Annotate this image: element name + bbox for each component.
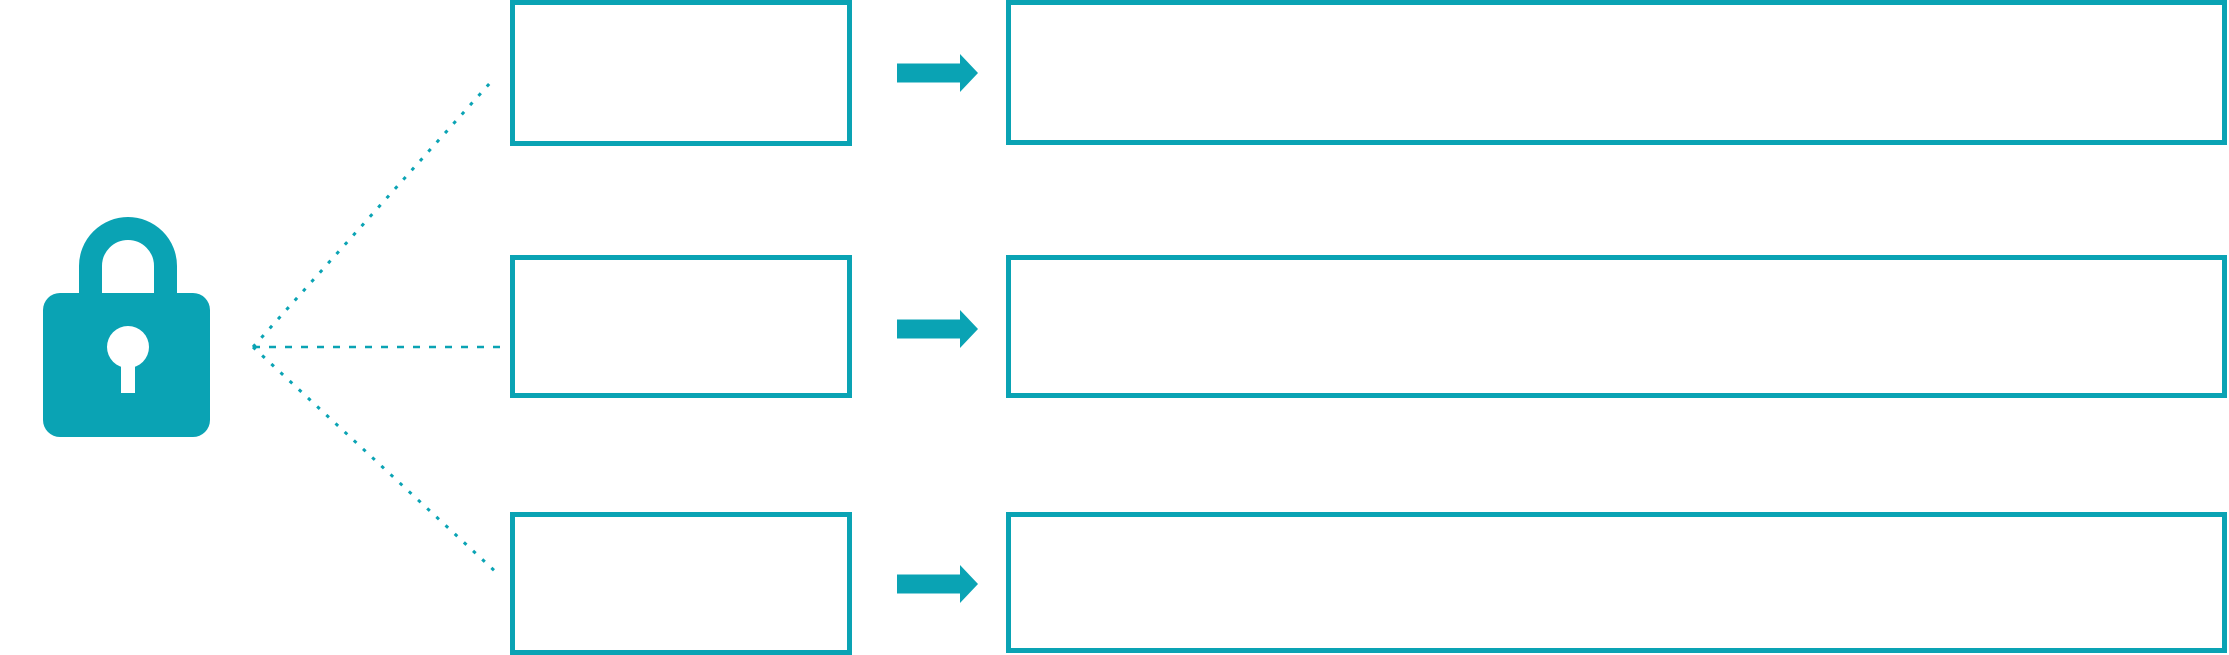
target-box-3 bbox=[1006, 512, 2227, 653]
source-box-2 bbox=[510, 255, 852, 398]
lock-icon bbox=[43, 217, 210, 437]
target-box-2 bbox=[1006, 255, 2227, 398]
connector-line-bottom bbox=[251, 345, 500, 576]
source-box-1 bbox=[510, 0, 852, 146]
lock-shackle bbox=[79, 217, 177, 300]
source-box-3 bbox=[510, 512, 852, 655]
right-arrow-icon bbox=[897, 565, 978, 603]
right-arrow-icon bbox=[897, 310, 978, 348]
right-arrow-shape bbox=[897, 54, 978, 92]
right-arrow-shape bbox=[897, 310, 978, 348]
target-box-1 bbox=[1006, 0, 2227, 145]
right-arrow-shape bbox=[897, 565, 978, 603]
lock-keyhole-stem bbox=[121, 347, 135, 393]
right-arrow-icon bbox=[897, 54, 978, 92]
connector-line-top bbox=[251, 81, 492, 349]
